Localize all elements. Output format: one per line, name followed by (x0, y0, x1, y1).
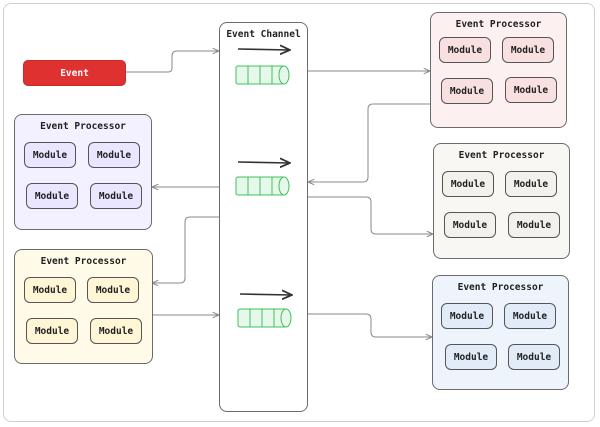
event-processor-1: Event Processor Module Module Module Mod… (430, 12, 567, 128)
module-box: Module (87, 277, 139, 303)
processor-title: Event Processor (457, 282, 544, 293)
module-box: Module (505, 77, 557, 103)
module-box: Module (24, 142, 76, 168)
module-box: Module (88, 142, 140, 168)
diagram-frame (3, 3, 595, 422)
connector-channel-to-processor-3 (308, 196, 433, 234)
event-channel-title: Event Channel (226, 29, 301, 40)
processor-title: Event Processor (40, 121, 126, 132)
channel-queues (235, 23, 309, 328)
module-box: Module (441, 303, 493, 329)
connector-channel-to-processor-5 (308, 313, 432, 337)
module-box: Module (90, 183, 142, 209)
module-box: Module (441, 78, 493, 104)
connector-channel-to-processor-4 (152, 216, 219, 283)
flow-arrow-icon (237, 49, 290, 50)
module-box: Module (26, 183, 78, 209)
connector-event-to-channel (124, 51, 219, 73)
module-box: Module (445, 344, 497, 370)
module-box: Module (444, 212, 496, 238)
flow-arrow-icon (239, 294, 292, 295)
module-box: Module (508, 212, 560, 238)
event-channel: Event Channel (219, 22, 308, 412)
module-box: Module (504, 303, 556, 329)
flow-arrow-icon (237, 162, 290, 163)
module-box: Module (26, 318, 78, 344)
processor-title: Event Processor (458, 150, 545, 161)
queue-cap (278, 176, 290, 196)
module-box: Module (90, 318, 142, 344)
module-box: Module (505, 171, 557, 197)
processor-title: Event Processor (455, 19, 542, 30)
queue-cap (278, 65, 290, 85)
queue-2 (235, 162, 290, 196)
event-processor-5: Event Processor Module Module Module Mod… (432, 275, 569, 390)
event-processor-3: Event Processor Module Module Module Mod… (433, 143, 570, 259)
event-node: Event (23, 60, 126, 86)
module-box: Module (502, 37, 554, 63)
queue-1 (235, 49, 290, 85)
processor-title: Event Processor (40, 256, 127, 267)
module-box: Module (439, 37, 491, 63)
queue-3 (237, 294, 292, 328)
queue-cap (280, 308, 292, 328)
event-processor-2: Event Processor Module Module Module Mod… (14, 114, 152, 230)
module-box: Module (442, 171, 494, 197)
module-box: Module (508, 344, 560, 370)
connector-processor-3-to-channel (308, 103, 433, 182)
module-box: Module (24, 277, 76, 303)
event-processor-4: Event Processor Module Module Module Mod… (14, 249, 153, 364)
